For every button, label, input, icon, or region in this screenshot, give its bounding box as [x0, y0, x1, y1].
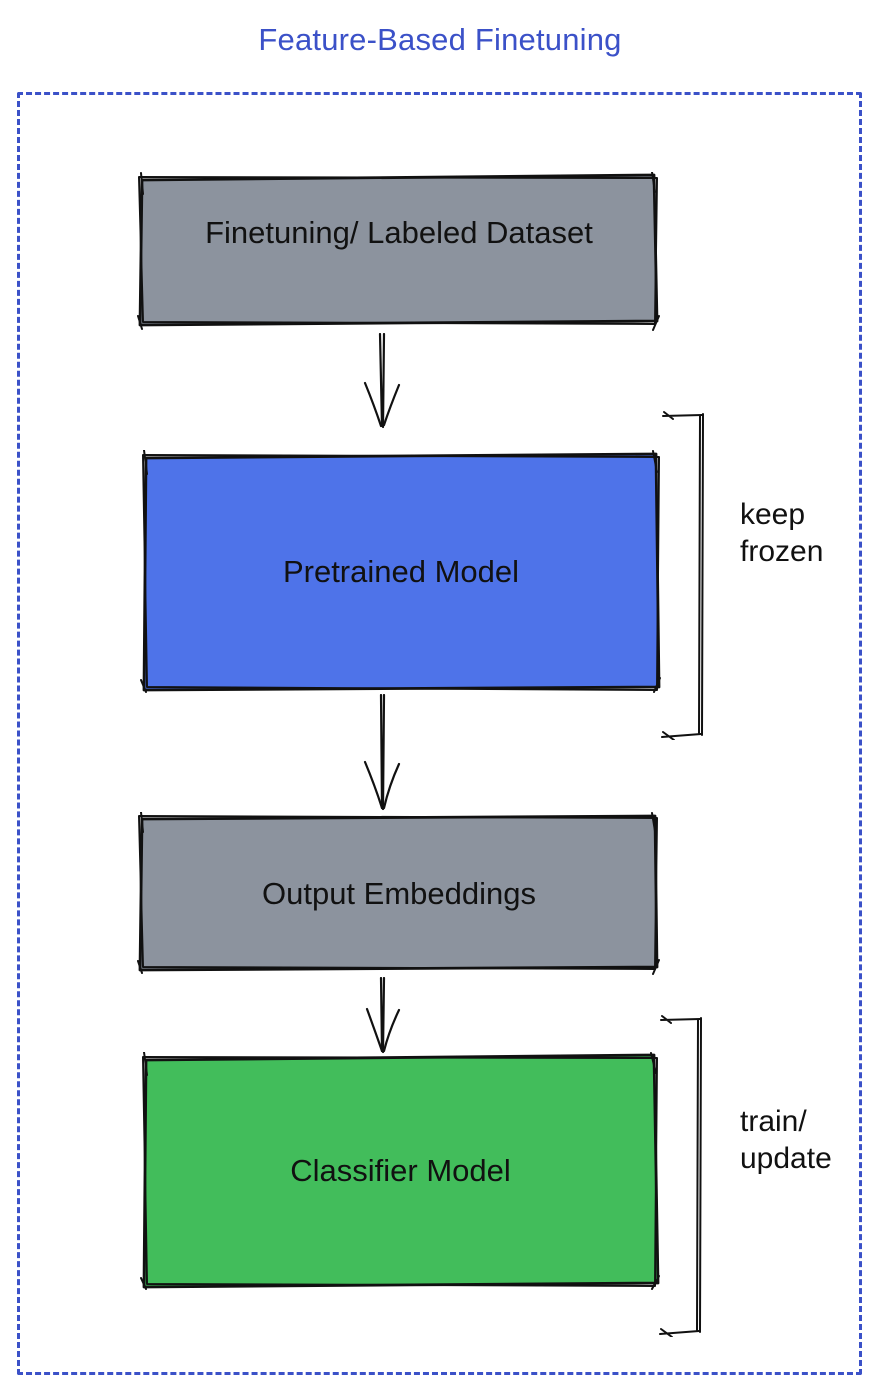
box-classifier-model-label: Classifier Model	[290, 1153, 511, 1188]
arrow-down-pretrained-to-embeddings	[363, 694, 401, 811]
page-title: Feature-Based Finetuning	[258, 22, 622, 57]
sketch-rectangle	[137, 172, 660, 331]
arrow-down-dataset-to-pretrained	[363, 333, 401, 429]
arrow-down-embeddings-to-classifier	[365, 977, 401, 1054]
diagram-dotted-frame	[17, 92, 862, 1375]
box-classifier-model: Classifier Model	[140, 1052, 661, 1290]
box-output-embeddings-label: Output Embeddings	[261, 875, 536, 911]
sketch-rectangle	[140, 1052, 660, 1290]
box-pretrained-model-label: Pretrained Model	[282, 553, 520, 589]
bracket-train-update	[659, 1015, 702, 1337]
sketch-rectangle	[140, 450, 661, 693]
box-finetuning-dataset: Finetuning/ Labeled Dataset	[137, 172, 661, 331]
annotation-train-update: train/ update	[740, 1105, 832, 1175]
box-output-embeddings: Output Embeddings	[137, 812, 661, 975]
box-finetuning-dataset-label: Finetuning/ Labeled Dataset	[205, 214, 593, 250]
annotation-keep-frozen: keep frozen	[740, 498, 824, 568]
sketch-rectangle	[137, 812, 660, 975]
bracket-keep-frozen	[661, 411, 704, 740]
box-pretrained-model: Pretrained Model	[140, 450, 662, 693]
